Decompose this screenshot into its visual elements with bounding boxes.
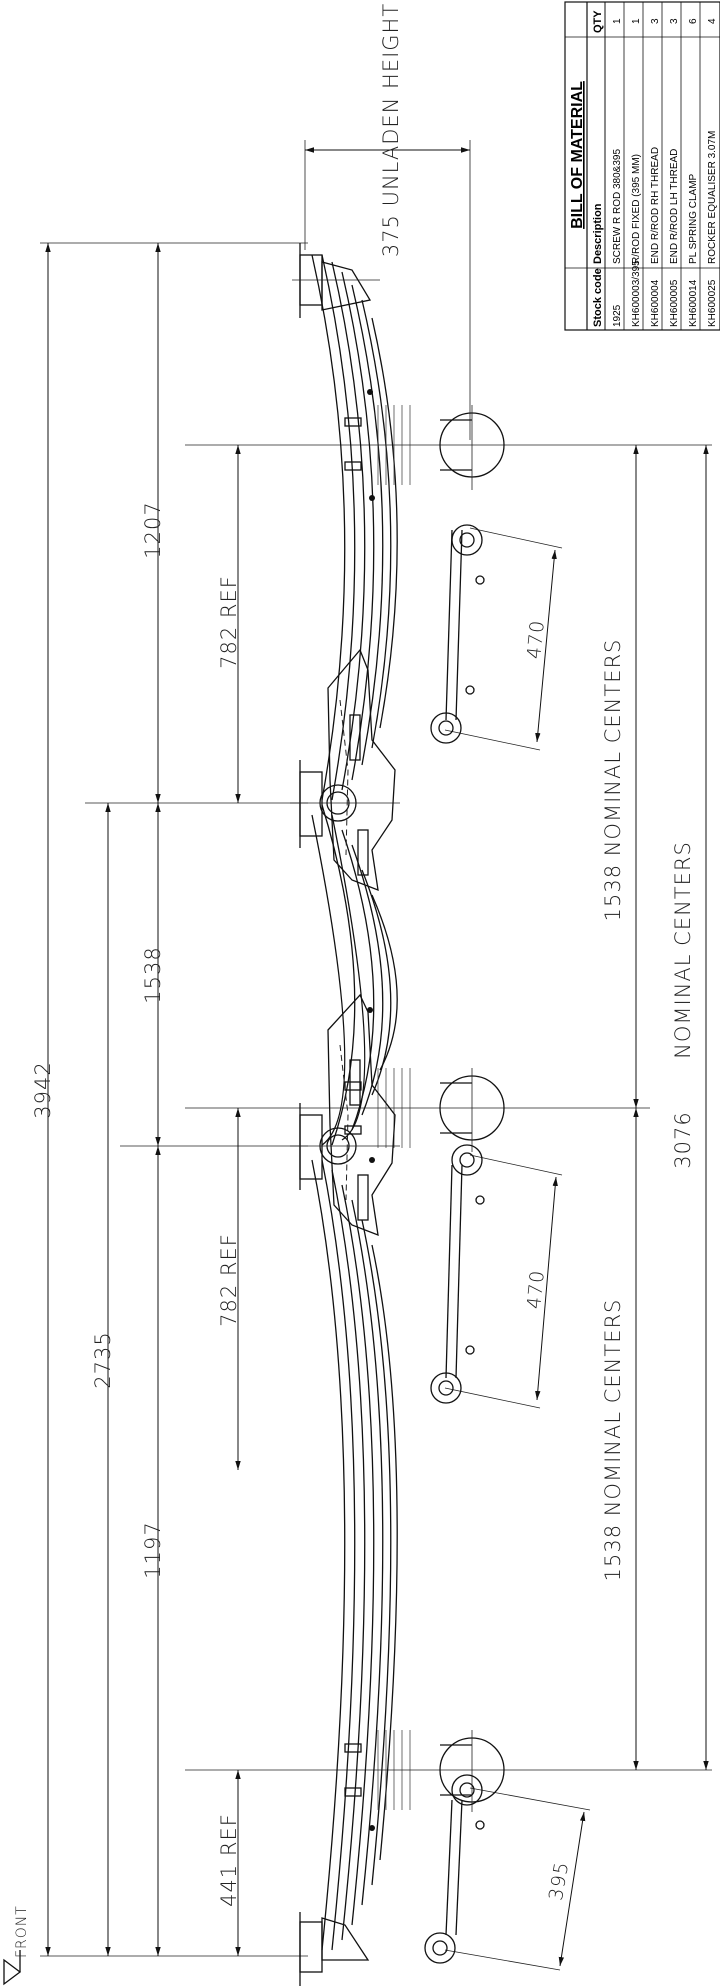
dim-1197-label: 1197: [141, 1521, 165, 1578]
bom-header-description: Description: [592, 203, 604, 264]
front-indicator: FRONT: [3, 1905, 30, 1986]
front-hanger: [292, 243, 380, 318]
dim-470-a-label: 470: [523, 619, 549, 660]
bom-cell: 1925: [612, 304, 623, 327]
bom-cell: ROCKER EQUALISER 3.07M: [707, 131, 718, 264]
dim-3942-label: 3942: [31, 1061, 55, 1118]
radius-rod-1: [430, 524, 485, 744]
dim-441-ref: 441 REF: [217, 1813, 241, 1907]
dim-782-ref-a: 782 REF: [217, 575, 241, 669]
dim-line-470-a: [535, 549, 557, 743]
dim-782-ref-b: 782 REF: [217, 1233, 241, 1327]
axle-seat-3: [344, 1730, 505, 1831]
bom-cell: KH600014: [688, 279, 699, 327]
bom-cell: END R/ROD LH THREAD: [669, 149, 680, 264]
bom-cell: KH600004: [650, 279, 661, 327]
bom-cell: 4: [707, 18, 718, 24]
middle-hanger-2: [290, 1103, 400, 1190]
bom-cell: END R/ROD RH THREAD: [650, 147, 661, 264]
bom-header-stock: Stock code: [592, 268, 604, 327]
dim-nominal-1: 1538 NOMINAL CENTERS: [601, 639, 625, 922]
dim-1538-label: 1538: [141, 946, 165, 1003]
dimension-lines: [40, 140, 712, 1971]
bom-cell: 3: [650, 18, 661, 24]
dim-470-b-label: 470: [523, 1269, 549, 1310]
dim-line-395: [558, 1811, 586, 1967]
dimension-labels: 3942 2735 1207 1538 1197 782 REF 782 REF…: [31, 3, 695, 1907]
leaf-spring-pack-1: [311, 254, 398, 801]
dim-395-label: 395: [545, 1860, 573, 1902]
bom-cell: R/ROD FIXED (395 MM): [631, 154, 642, 264]
bom-cell: KH600003/395: [631, 260, 642, 327]
bom-cell: SCREW R ROD 380&395: [612, 149, 623, 264]
leaf-spring-pack-3: [311, 1159, 398, 1951]
middle-hanger-1: [290, 760, 400, 848]
front-label: FRONT: [14, 1905, 30, 1958]
dim-nominal-2: 1538 NOMINAL CENTERS: [601, 1299, 625, 1582]
dim-1207-label: 1207: [141, 501, 165, 558]
rear-hanger: [299, 1912, 370, 1986]
radius-rod-2: [430, 1144, 485, 1404]
suspension-assembly: [290, 243, 505, 1986]
dim-nominal-total-label: NOMINAL CENTERS: [671, 841, 695, 1059]
bom-cell: 1: [612, 18, 623, 24]
bom-cell: 1: [631, 18, 642, 24]
dim-line-470-b: [535, 1176, 558, 1401]
axle-seat-2: [344, 1007, 505, 1163]
dim-2735-label: 2735: [91, 1331, 115, 1388]
bom-cell: PL SPRING CLAMP: [688, 173, 699, 264]
dim-unladen-height: 375 UNLADEN HEIGHT: [379, 3, 403, 257]
bom-cell: 6: [688, 18, 699, 24]
bom-header-qty: QTY: [592, 10, 604, 33]
bom-cell: KH600005: [669, 279, 680, 327]
equaliser-rocker-1: [327, 648, 396, 892]
bom-cell: 3: [669, 18, 680, 24]
bom-cell: KH600025: [707, 279, 718, 327]
radius-rod-3: [424, 1774, 485, 1964]
bom-title: BILL OF MATERIAL: [569, 81, 586, 229]
bill-of-material: BILL OF MATERIAL Stock code Description …: [564, 1, 720, 331]
dim-nominal-total-value: 3076: [671, 1111, 695, 1168]
axle-seat-1: [344, 389, 505, 501]
leaf-spring-pack-2: [311, 804, 398, 1146]
